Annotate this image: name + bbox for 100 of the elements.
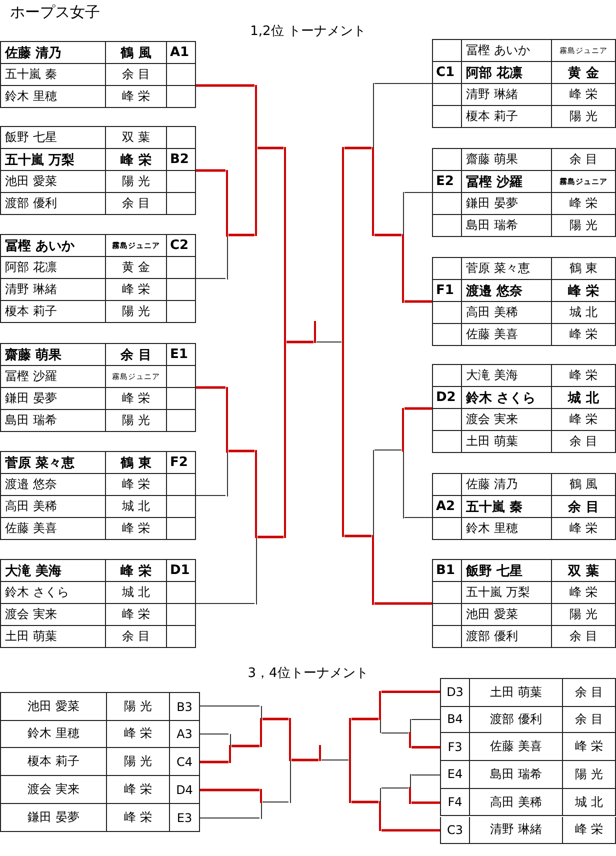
player-row [440,706,616,734]
player-name-cell: 土田 萌葉 [1,626,106,648]
seed-cell: F4 [441,788,470,816]
bracket-line [374,602,432,605]
player-name-cell: 大滝 美海 [1,560,106,582]
school-cell: 余 目 [552,431,616,453]
entry-table [432,148,616,237]
seed-cell: E3 [170,804,200,832]
player-name-cell: 榎本 莉子 [1,748,107,776]
player-name-cell: 飯野 七星 [462,560,552,582]
school-cell: 余 目 [106,64,167,86]
school-cell: 鶴 東 [106,452,167,474]
bracket-bar [228,733,232,763]
player-name-cell: 渡部 優利 [470,706,563,734]
player-name-cell: 渡邉 悠奈 [462,280,552,302]
player-row [0,804,200,832]
player-name-cell: 佐藤 清乃 [462,474,552,496]
school-cell: 陽 光 [552,604,616,626]
bracket-bar [408,774,412,804]
entry-table [432,473,616,540]
player-name-cell: 鈴木 さくら [462,387,552,409]
bracket-line [200,760,228,764]
school-cell: 余 目 [563,706,616,734]
school-cell: 陽 光 [106,171,167,193]
school-cell: 陽 光 [563,761,616,789]
seed-cell: C1 [433,62,462,84]
player-name-cell: 高田 美稀 [1,496,106,518]
school-cell: 峰 栄 [106,279,167,301]
school-cell: 黄 金 [106,257,167,279]
bracket-line [196,603,255,604]
bracket-bar [226,170,228,280]
player-name-cell: 五十嵐 万梨 [1,149,106,171]
player-name-cell: 渡会 実来 [1,604,106,626]
school-cell: 鶴 風 [106,42,167,64]
bracket-bar [260,705,262,747]
school-cell: 峰 栄 [106,86,167,108]
player-row [440,788,616,816]
bracket-line [262,718,288,720]
player-name-cell: 清野 琳緒 [470,816,563,844]
seed-cell: B4 [441,706,470,734]
bracket-bar [318,745,322,761]
bracket-line [412,801,440,804]
player-name-cell: 飯野 七星 [1,127,106,149]
player-name-cell: 大滝 美海 [462,365,552,387]
seed-cell: D1 [167,560,196,582]
school-cell: 峰 栄 [563,733,616,762]
bracket-line [404,192,432,193]
player-name-cell: 冨樫 あいか [1,235,106,257]
section-heading: 1,2位 トーナメント [250,23,366,40]
school-cell: 陽 光 [107,748,170,776]
school-cell: 城 北 [563,788,616,816]
school-cell: 双 葉 [106,127,167,149]
player-name-cell: 佐藤 美喜 [462,324,552,346]
player-name-cell: 鈴木 里穂 [1,86,106,108]
player-name-cell: 島田 瑞希 [462,215,552,237]
school-cell: 黄 金 [552,62,616,84]
player-name-cell: 土田 萌葉 [470,679,563,707]
player-name-cell: 鎌田 晏夢 [1,804,107,832]
seed-cell: A1 [167,42,196,64]
bracket-bar [372,449,374,604]
school-cell: 陽 光 [107,693,170,721]
school-cell: 峰 栄 [107,720,170,748]
seed-cell: D2 [433,387,462,409]
seed-cell: A2 [433,496,462,518]
school-cell: 余 目 [552,149,616,171]
bracket-bar [288,718,292,803]
player-name-cell: 菅原 菜々恵 [1,452,106,474]
school-cell: 峰 栄 [552,518,616,540]
player-row [0,748,200,776]
bracket-bar [402,408,404,518]
school-cell: 峰 栄 [552,280,616,302]
player-name-cell: 渡部 優利 [462,626,552,648]
bracket-line [228,234,254,236]
bracket-line [404,300,432,303]
bracket-bar [348,718,352,803]
school-cell: 峰 栄 [106,149,167,171]
bracket-line [286,340,314,344]
player-name-cell: 冨樫 あいか [462,40,552,62]
school-cell: 峰 栄 [552,84,616,106]
bracket-bar [342,147,344,537]
bracket-bar [260,789,262,819]
player-name-cell: 佐藤 美喜 [470,733,563,762]
player-name-cell: 阿部 花凛 [462,62,552,84]
player-name-cell: 五十嵐 万梨 [462,582,552,604]
player-name-cell: 冨樫 沙羅 [462,171,552,193]
player-name-cell: 渡会 実来 [1,776,107,804]
seed-cell: C4 [170,748,200,776]
bracket-line [258,146,284,150]
player-name-cell: 五十嵐 秦 [1,64,106,86]
bracket-bar [378,787,382,832]
bracket-line [292,758,318,762]
school-cell: 余 目 [106,626,167,648]
seed-cell: C3 [441,816,470,844]
bracket-bar [372,82,374,236]
player-name-cell: 佐藤 清乃 [1,42,106,64]
seed-cell: E4 [441,761,470,789]
bracket-line [382,690,440,694]
player-name-cell: 齋藤 萌果 [1,344,106,366]
bracket-line [352,718,378,720]
bracket-line [404,407,432,410]
